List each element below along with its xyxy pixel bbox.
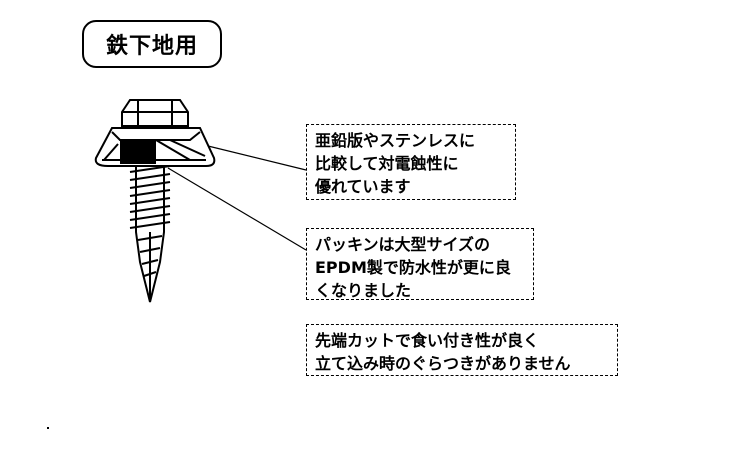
leader-line-1 — [207, 145, 307, 171]
title-box: 鉄下地用 — [82, 20, 222, 68]
note-line: くなりました — [315, 281, 412, 301]
screw-shank — [129, 165, 171, 303]
title-text: 鉄下地用 — [105, 34, 198, 59]
note-line: 立て込み時のぐらつきがありません — [315, 354, 571, 374]
note-tip: 先端カットで食い付き性が良く 立て込み時のぐらつきがありません — [306, 324, 618, 376]
hex-head — [121, 99, 189, 127]
note-packing: パッキンは大型サイズの EPDM製で防水性が更に良 くなりました — [306, 228, 534, 300]
note-line: EPDM製で防水性が更に良 — [315, 258, 511, 278]
note-line: 亜鉛版やステンレスに — [315, 131, 476, 150]
epdm-packing — [120, 140, 156, 164]
note-line: 先端カットで食い付き性が良く — [315, 331, 540, 350]
leader-line-2 — [167, 167, 307, 251]
note-corrosion: 亜鉛版やステンレスに 比較して対電蝕性に 優れています — [306, 124, 516, 200]
note-line: 優れています — [315, 177, 411, 197]
stray-dot — [47, 427, 49, 429]
note-line: 比較して対電蝕性に — [315, 154, 459, 174]
note-line: パッキンは大型サイズの — [315, 235, 491, 254]
